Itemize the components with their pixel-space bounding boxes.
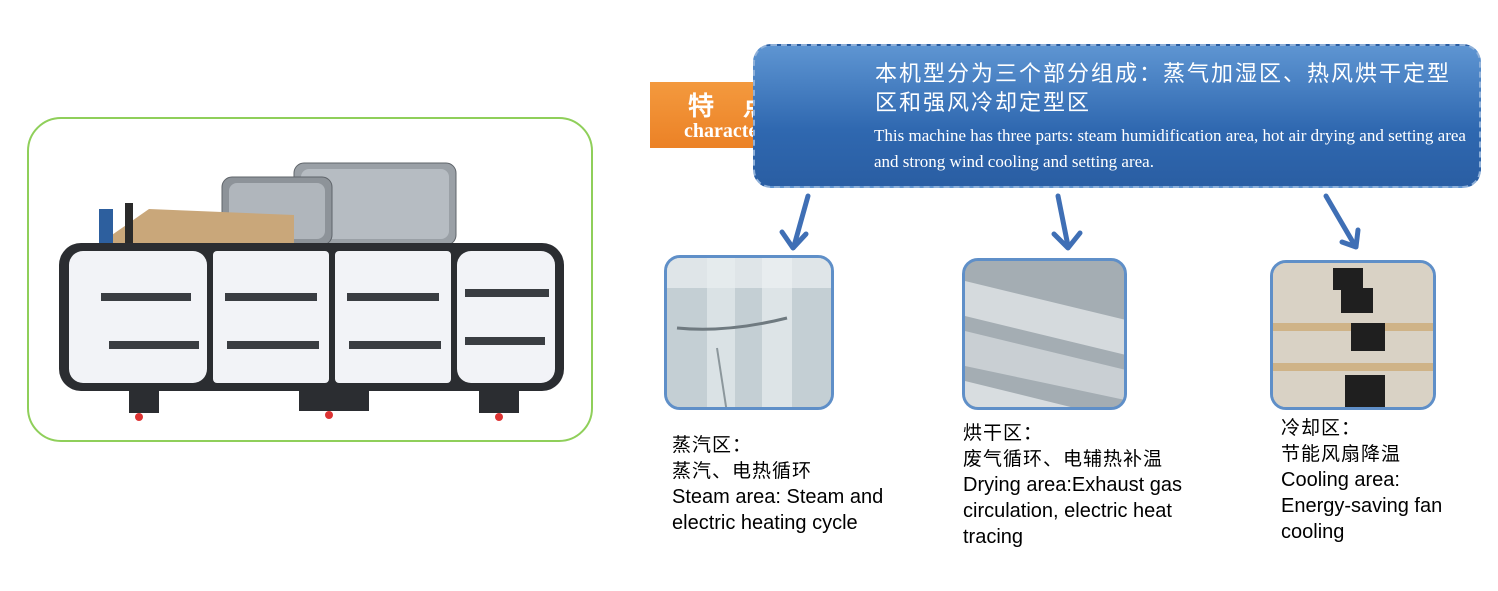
section-desc-cn: 废气循环、电辅热补温 xyxy=(963,448,1164,470)
down-arrow-icon xyxy=(779,193,811,251)
section-desc-en: Drying area:Exhaust gas circulation, ele… xyxy=(963,474,1183,548)
machine-illustration xyxy=(59,162,564,421)
section-desc-cn: 蒸汽、电热循环 xyxy=(672,460,813,482)
cooling-area-photo xyxy=(1270,260,1436,410)
cooling-area-caption: 冷却区： 节能风扇降温 Cooling area: Energy-saving … xyxy=(1281,415,1471,545)
down-arrow-icon xyxy=(1323,193,1361,250)
description-box xyxy=(753,44,1481,188)
description-en: This machine has three parts: steam humi… xyxy=(874,126,1466,171)
section-desc-en: Cooling area: Energy-saving fan cooling xyxy=(1281,469,1443,543)
section-desc-en: Steam area: Steam and electric heating c… xyxy=(672,486,884,534)
section-title: 冷却区： xyxy=(1281,417,1362,439)
down-arrow-icon xyxy=(1051,193,1083,251)
steam-area-photo xyxy=(664,255,834,410)
section-title: 烘干区： xyxy=(963,422,1044,444)
section-title: 蒸汽区： xyxy=(672,434,753,456)
drying-area-caption: 烘干区： 废气循环、电辅热补温 Drying area:Exhaust gas … xyxy=(963,420,1213,550)
machine-photo-frame xyxy=(27,117,593,442)
description-cn: 本机型分为三个部分组成：蒸气加湿区、热风烘干定型区和强风冷却定型区 xyxy=(875,62,1452,116)
section-desc-cn: 节能风扇降温 xyxy=(1281,443,1402,465)
drying-area-photo xyxy=(962,258,1127,410)
steam-area-caption: 蒸汽区： 蒸汽、电热循环 Steam area: Steam and elect… xyxy=(672,432,912,536)
